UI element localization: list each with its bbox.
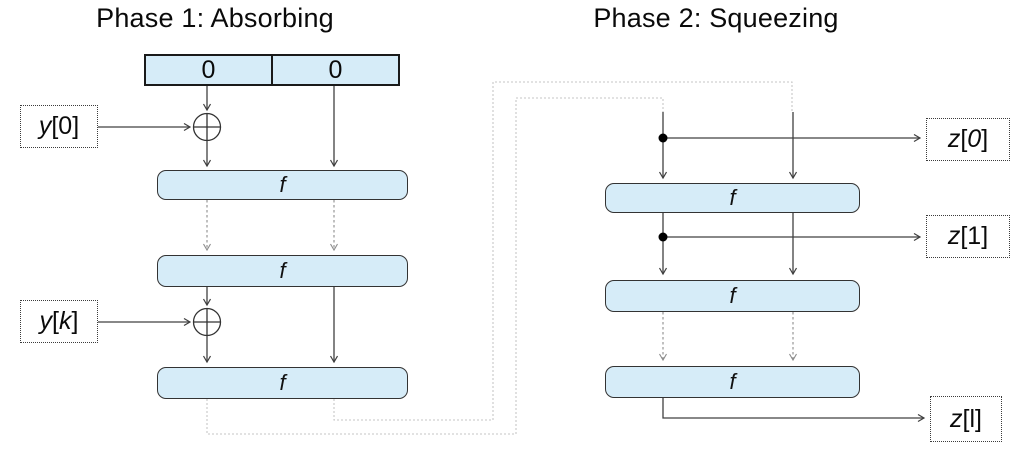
absorbing-ellipsis-arrows [203,200,338,252]
absorb-f1-box: f [157,170,408,200]
squeeze-f3-box: f [605,366,860,398]
yk-close-bracket: ] [71,307,79,335]
junction-dot-z1 [658,232,668,242]
absorb-f2-box: f [157,255,408,287]
output-zl-label: z[l] [930,396,1002,442]
f-function-label: f [279,370,286,395]
yk-open-bracket: [ [52,307,59,335]
zl-close-bracket: ] [975,404,982,433]
input-y0-label: y[0] [20,105,98,148]
absorbing-arrows [98,86,334,362]
f-function-label: f [279,258,286,283]
state-cell-capacity: 0 [328,55,343,84]
phase2-title: Phase 2: Squeezing [593,3,839,33]
output-z1-label: z[1] [926,215,1010,258]
xor1-icon [192,112,222,142]
absorb-f3-box: f [157,367,408,399]
z0-index: 0 [967,125,982,153]
squeeze-f1-box: f [605,183,860,213]
f-function-label: f [729,185,736,210]
input-yk-label: y[k] [20,300,98,343]
z1-var: z [947,222,961,250]
junction-dot-z0 [658,133,668,143]
y0-close-bracket: ] [72,112,80,140]
xor2-icon [192,307,222,337]
z0-open-bracket: [ [960,125,968,153]
z0-var: z [947,125,961,153]
squeezing-ellipsis-arrows [659,312,797,362]
f-function-label: f [279,172,286,197]
state-cell-rate: 0 [146,56,273,84]
zl-var: z [950,404,963,433]
f-function-label: f [729,369,736,394]
squeeze-f2-box: f [605,280,860,312]
y0-var: y [38,112,52,140]
yk-index: k [59,307,72,335]
zl-index: l [969,404,976,433]
y0-index: 0 [58,112,73,140]
z0-close-bracket: ] [981,125,989,153]
z1-open-bracket: [ [960,222,968,250]
phase1-title: Phase 1: Absorbing [96,3,334,33]
initial-state-register: 0 0 [144,54,400,86]
z1-close-bracket: ] [981,222,989,250]
zl-open-bracket: [ [962,404,970,433]
output-z0-label: z[0] [926,118,1010,161]
f-function-label: f [729,283,736,308]
yk-var: y [39,307,53,335]
arrow-sf3-to-zl [662,398,924,418]
z1-index: 1 [967,222,982,250]
y0-open-bracket: [ [51,112,59,140]
